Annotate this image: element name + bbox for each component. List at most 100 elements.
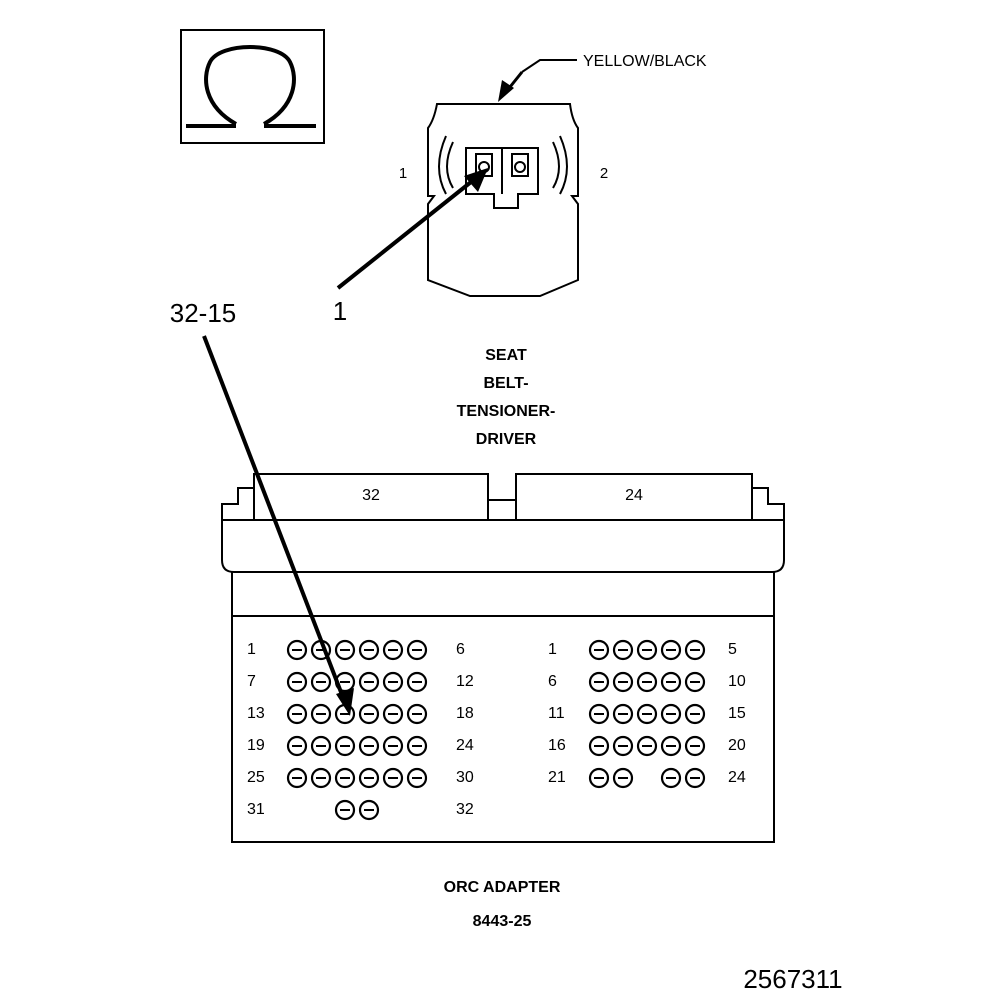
row-end-label: 15 (728, 705, 746, 722)
pin-socket (684, 767, 706, 789)
right-latch (559, 135, 568, 195)
pin-socket (406, 703, 428, 725)
figure-number: 2567311 (743, 964, 842, 994)
probe-callout: 32-15 (170, 298, 354, 716)
pin-socket (660, 735, 682, 757)
pin-socket (334, 799, 356, 821)
pin-socket (612, 639, 634, 661)
row-start-label: 25 (247, 769, 265, 786)
pin-socket (310, 767, 332, 789)
callout-1-label: 1 (333, 296, 347, 326)
row-end-label: 24 (456, 737, 474, 754)
seat-belt-tensioner-connector: 1 2 YELLOW/BLACK 1 (333, 53, 707, 326)
connector-body (427, 103, 579, 297)
pin-socket (660, 671, 682, 693)
pin-socket (660, 639, 682, 661)
ohmmeter-symbol (180, 29, 325, 144)
callout-1-arrow (336, 176, 478, 290)
ohm-symbol-box (180, 29, 325, 144)
left-latch (438, 135, 447, 195)
row-end-label: 32 (456, 801, 474, 818)
row-start-label: 6 (548, 673, 557, 690)
adapter-shell-body (231, 572, 775, 843)
pin-socket (636, 639, 658, 661)
pin-socket (358, 703, 380, 725)
row-start-label: 1 (247, 641, 256, 658)
probe-callout-label: 32-15 (170, 298, 237, 328)
row-start-label: 1 (548, 641, 557, 658)
row-start-label: 7 (247, 673, 256, 690)
row-start-label: 16 (548, 737, 566, 754)
wire-leader-arrowhead (498, 80, 514, 102)
pin-socket (636, 735, 658, 757)
pin-socket (382, 767, 404, 789)
pin-socket (334, 767, 356, 789)
pin-socket (382, 639, 404, 661)
probe-callout-arrowhead (336, 688, 354, 716)
pin-socket (612, 735, 634, 757)
row-end-label: 12 (456, 673, 474, 690)
pin-socket (382, 671, 404, 693)
adapter-shell-top (221, 519, 785, 573)
pin-socket (286, 671, 308, 693)
connector-pin-1-label: 1 (399, 165, 407, 182)
pin-socket (310, 671, 332, 693)
pin-socket (588, 767, 610, 789)
orc-adapter: 32 24 1 6 7 12 13 18 19 24 25 30 31 32 1… (221, 473, 785, 930)
connector-32-header: 32 (362, 487, 380, 504)
pin-socket (310, 735, 332, 757)
pin-socket (334, 735, 356, 757)
connector-24-header: 24 (625, 487, 643, 504)
adapter-pin-sockets (286, 639, 706, 821)
pin-socket (286, 767, 308, 789)
pin-socket (286, 703, 308, 725)
pin-socket (358, 639, 380, 661)
row-start-label: 19 (247, 737, 265, 754)
adapter-name: ORC ADAPTER (444, 879, 561, 896)
connector-24-pin-face: 1 5 6 10 11 15 16 20 21 24 (548, 641, 746, 786)
probe-callout-arrow (202, 335, 346, 701)
terminal-2 (511, 153, 529, 177)
row-start-label: 21 (548, 769, 566, 786)
pin-socket (588, 703, 610, 725)
pin-socket (660, 767, 682, 789)
pin-socket (588, 671, 610, 693)
row-end-label: 5 (728, 641, 737, 658)
pin-socket (382, 735, 404, 757)
row-end-label: 10 (728, 673, 746, 690)
pin-socket (612, 703, 634, 725)
component-title-line-2: BELT- (483, 375, 528, 392)
row-start-label: 13 (247, 705, 265, 722)
component-title: SEAT BELT- TENSIONER- DRIVER (457, 347, 556, 448)
pin-socket (684, 671, 706, 693)
pin-socket (406, 735, 428, 757)
connector-32-pin-face: 1 6 7 12 13 18 19 24 25 30 31 32 (247, 641, 474, 818)
connector-pin-2-label: 2 (600, 165, 608, 182)
pin-socket (358, 671, 380, 693)
row-start-label: 31 (247, 801, 265, 818)
pin-socket (358, 735, 380, 757)
pin-socket (612, 671, 634, 693)
pin-socket (684, 735, 706, 757)
ohm-icon (186, 45, 316, 128)
row-end-label: 18 (456, 705, 474, 722)
pin-socket (684, 703, 706, 725)
pin-socket (660, 703, 682, 725)
wire-color-label: YELLOW/BLACK (583, 53, 707, 70)
terminal-cavity (465, 147, 539, 209)
pin-socket (684, 639, 706, 661)
pin-socket (286, 639, 308, 661)
adapter-part-number: 8443-25 (473, 913, 532, 930)
row-end-label: 24 (728, 769, 746, 786)
pin-socket (406, 767, 428, 789)
pin-socket (358, 799, 380, 821)
row-end-label: 6 (456, 641, 465, 658)
wire-leader-line (521, 59, 577, 73)
row-end-label: 20 (728, 737, 746, 754)
row-start-label: 11 (548, 705, 565, 722)
row-end-label: 30 (456, 769, 474, 786)
pin-socket (334, 639, 356, 661)
pin-socket (406, 639, 428, 661)
pin-socket (310, 703, 332, 725)
